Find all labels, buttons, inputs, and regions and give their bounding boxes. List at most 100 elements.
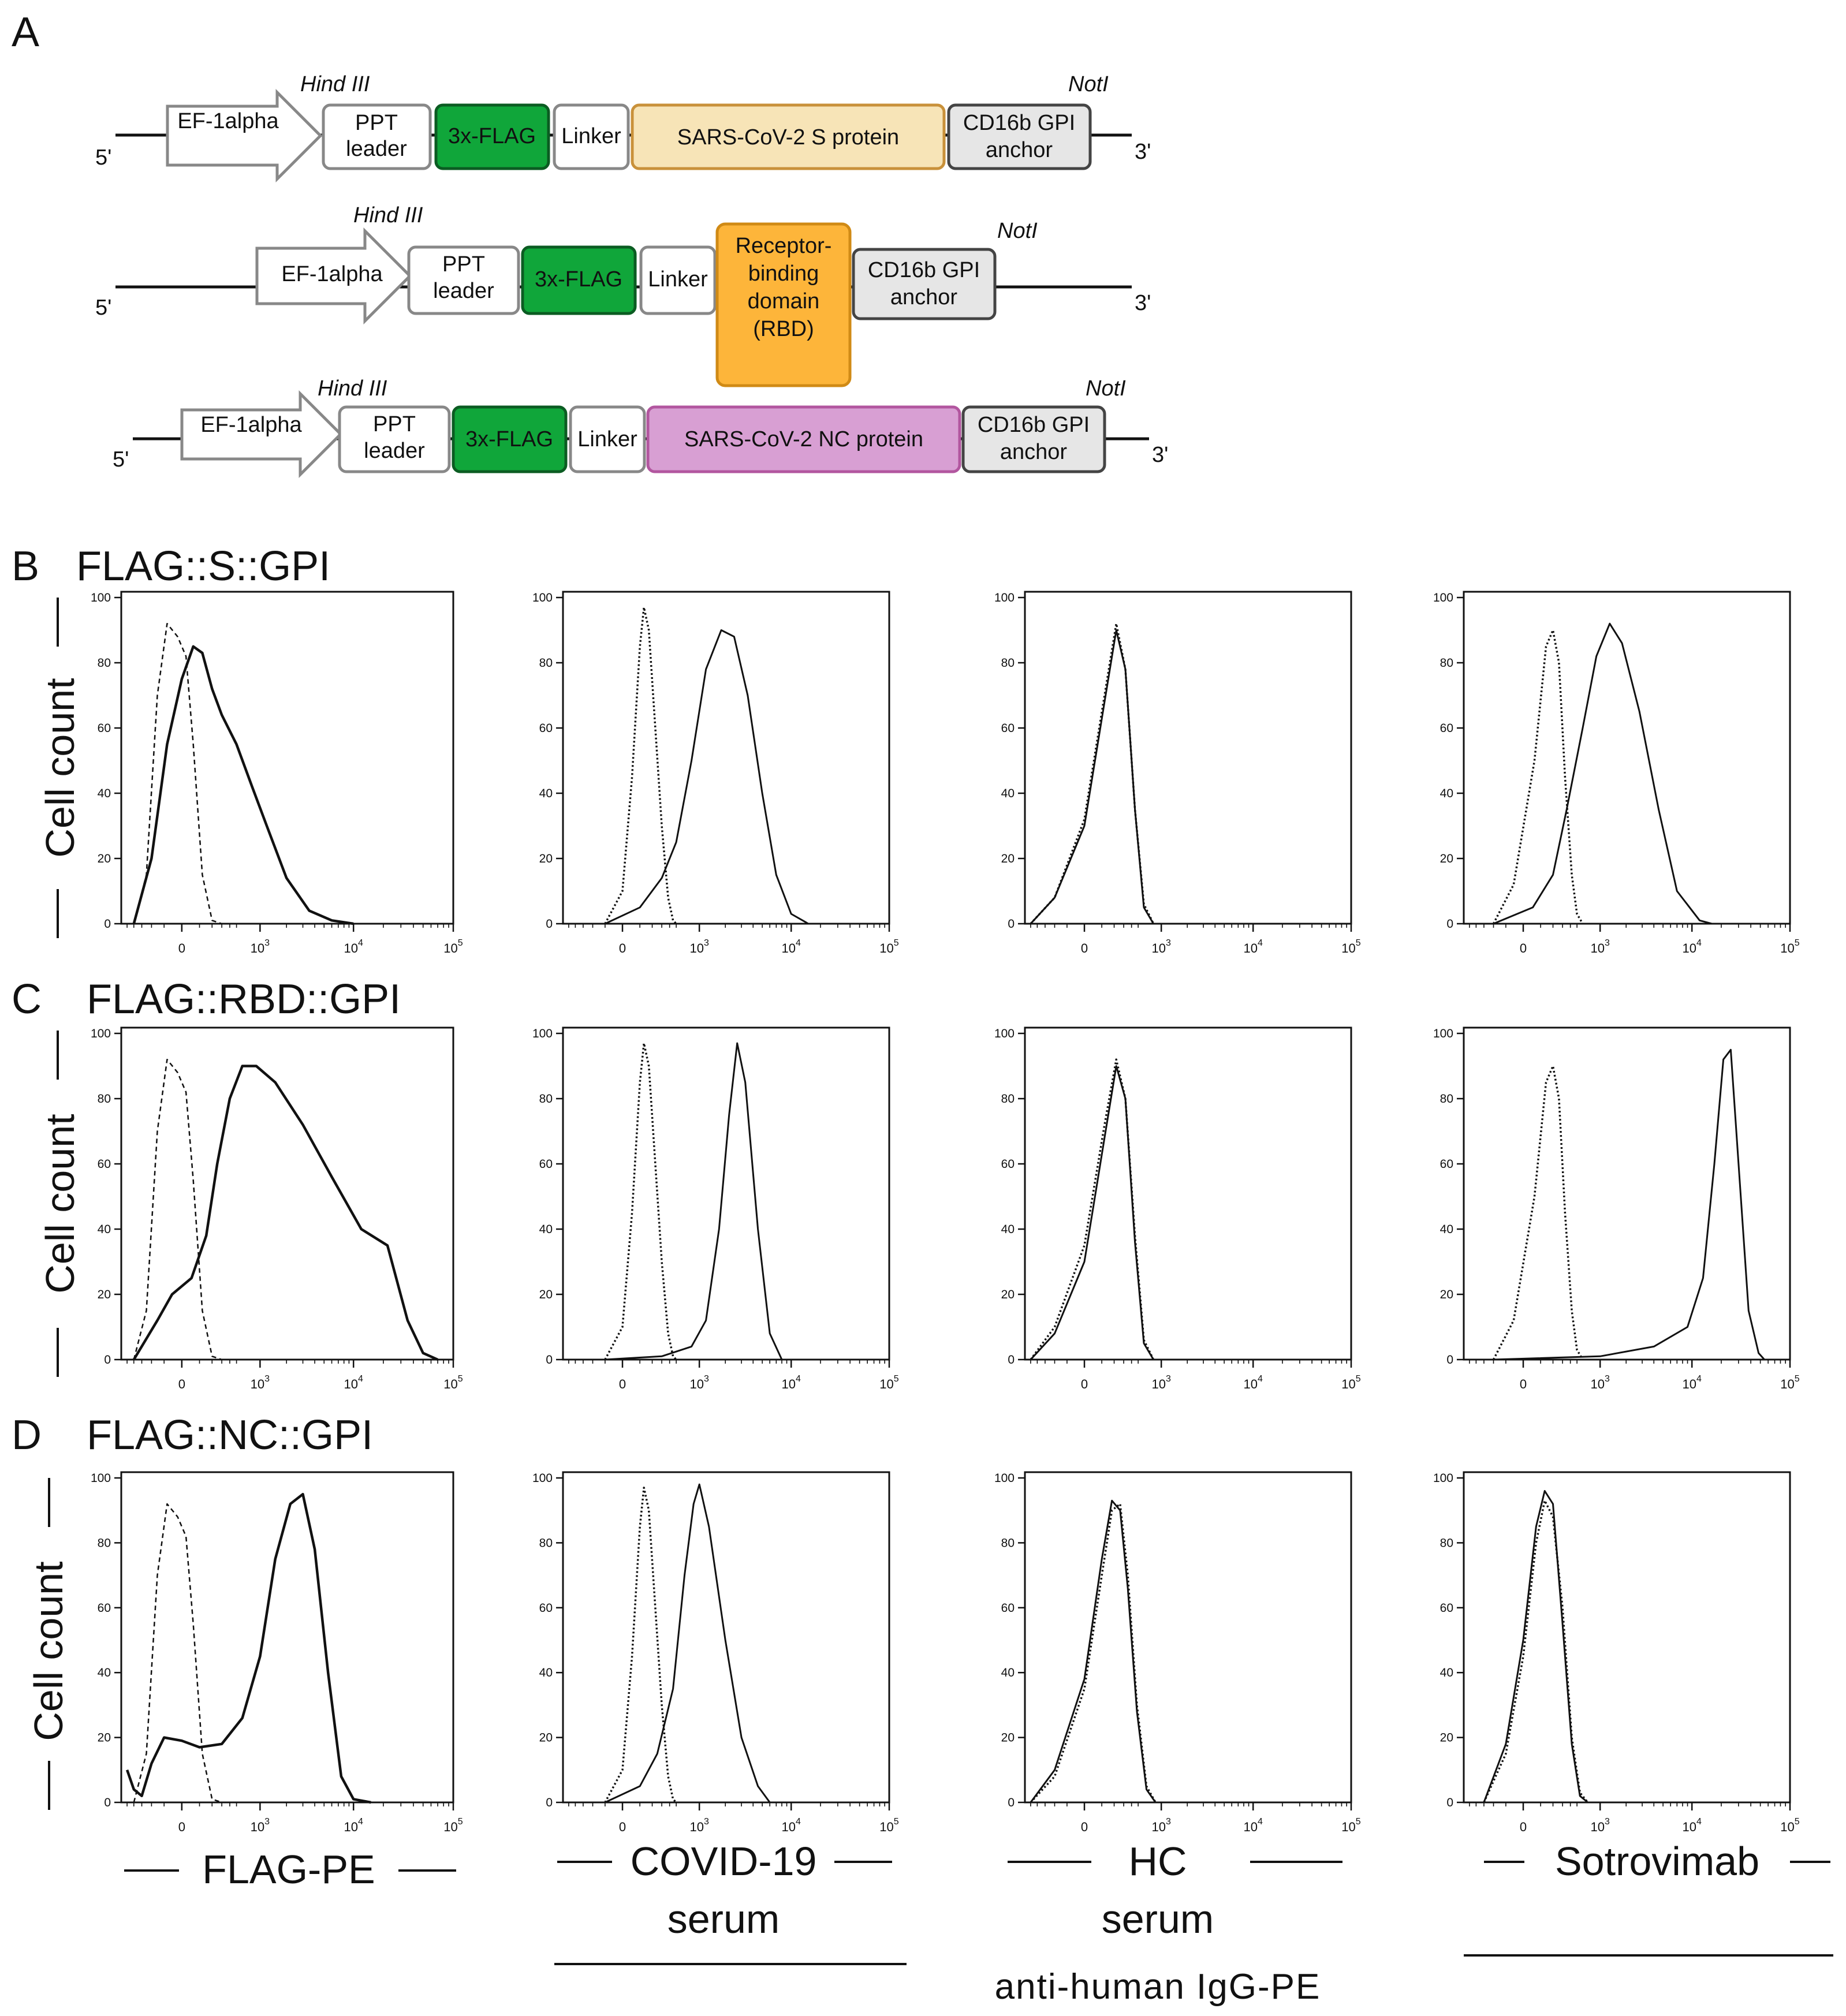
five-prime: 5'	[113, 447, 129, 472]
column-labels: FLAG-PE COVID-19 serum HC serum Sotrovim…	[124, 1839, 1833, 2007]
x-tick-label: 105	[1780, 1817, 1799, 1834]
hind-iii-label: Hind III	[353, 203, 423, 227]
y-tick-label: 40	[1440, 1666, 1453, 1679]
leader-box	[322, 103, 432, 170]
panel-letter-d: D	[12, 1412, 42, 1458]
leader-label-2: leader	[364, 439, 425, 463]
y-tick-label: 20	[1001, 1288, 1015, 1301]
plot-frame	[562, 1471, 890, 1804]
x-tick-exponent: 3	[1605, 1817, 1610, 1827]
x-tick-exponent: 5	[1795, 1374, 1800, 1384]
five-prime: 5'	[95, 145, 111, 170]
histogram-dashed-curve	[133, 1058, 222, 1361]
y-tick-label: 60	[1440, 1601, 1453, 1615]
plot-frame	[562, 1026, 890, 1361]
linker-box	[553, 103, 630, 170]
x-tick-exponent: 3	[704, 1374, 709, 1384]
histogram-solid-curve	[1030, 629, 1154, 925]
histogram-solid-curve	[1030, 1499, 1157, 1803]
histogram-solid-curve	[605, 1042, 783, 1361]
y-tick-label: 20	[539, 852, 553, 865]
plot-frame	[120, 1471, 454, 1804]
y-tick-label: 0	[1008, 1796, 1015, 1809]
y-tick-label: 100	[1433, 591, 1453, 604]
y-axis-label: Cell count	[26, 1561, 71, 1741]
x-tick-exponent: 4	[1258, 938, 1263, 948]
x-tick-exponent: 3	[1166, 938, 1171, 948]
x-tick-exponent: 4	[796, 938, 801, 948]
x-label-hc-serum: serum	[1102, 1896, 1214, 1942]
y-tick-label: 40	[98, 1666, 111, 1679]
x-tick-exponent: 4	[358, 1817, 363, 1827]
x-tick-label: 0	[1081, 1377, 1088, 1391]
noti-label: NotI	[1086, 376, 1126, 401]
y-tick-label: 80	[1001, 1092, 1015, 1106]
protein-label-2: binding	[748, 262, 819, 286]
protein-box	[631, 103, 946, 170]
gpi-box	[947, 103, 1092, 170]
y-tick-label: 60	[1440, 1158, 1453, 1171]
y-tick-label: 60	[1001, 1601, 1015, 1615]
y-tick-label: 80	[1001, 1536, 1015, 1550]
y-tick-label: 0	[546, 1353, 553, 1367]
y-tick-label: 0	[1008, 917, 1015, 931]
x-tick-exponent: 5	[1795, 1817, 1800, 1827]
x-tick-exponent: 5	[458, 1374, 463, 1384]
protein-label: SARS-CoV-2 S protein	[677, 125, 899, 150]
gpi-box	[961, 405, 1106, 473]
histogram-solid-curve	[1030, 1065, 1154, 1361]
x-label-covid-serum: serum	[667, 1896, 780, 1942]
y-tick-label: 100	[994, 591, 1015, 604]
gpi-label-1: CD16b GPI	[868, 258, 980, 282]
noti-label: NotI	[997, 219, 1038, 243]
x-tick-exponent: 3	[264, 1374, 270, 1384]
x-tick-exponent: 5	[1356, 938, 1361, 948]
gpi-label-2: anchor	[986, 138, 1053, 162]
y-tick-label: 80	[1440, 656, 1453, 670]
x-tick-label: 0	[619, 941, 626, 955]
panel-letter-b: B	[12, 543, 39, 589]
y-tick-label: 40	[1001, 787, 1015, 800]
y-tick-label: 0	[1446, 1796, 1453, 1809]
construct-rbd: 5' 3' Hind III NotI EF-1alpha PPT leader…	[95, 203, 1151, 387]
leader-label-2: leader	[433, 279, 494, 303]
x-tick-exponent: 5	[894, 938, 899, 948]
y-tick-label: 20	[98, 852, 111, 865]
x-tick-exponent: 3	[704, 938, 709, 948]
y-tick-label: 40	[1001, 1223, 1015, 1236]
y-tick-label: 0	[104, 917, 111, 931]
y-tick-label: 80	[1440, 1536, 1453, 1550]
x-tick-label: 0	[178, 1820, 185, 1834]
flag-label: 3x-FLAG	[448, 124, 536, 148]
promoter-arrow	[180, 390, 343, 479]
y-label-row-c: Cell count	[38, 1031, 83, 1377]
plot-frame	[1463, 1471, 1791, 1804]
histogram-dotted-curve	[604, 1042, 677, 1361]
x-tick-exponent: 4	[1258, 1817, 1263, 1827]
x-tick-label: 0	[619, 1820, 626, 1834]
y-tick-label: 80	[539, 1536, 553, 1550]
y-tick-label: 20	[98, 1731, 111, 1745]
protein-label-3: domain	[748, 289, 820, 313]
x-tick-exponent: 5	[458, 1817, 463, 1827]
gpi-label-1: CD16b GPI	[978, 413, 1090, 437]
y-tick-label: 80	[1440, 1092, 1453, 1106]
x-tick-label: 0	[1081, 941, 1088, 955]
gpi-label-1: CD16b GPI	[963, 111, 1075, 135]
y-tick-label: 40	[539, 1223, 553, 1236]
x-tick-exponent: 3	[1166, 1374, 1171, 1384]
y-tick-label: 60	[98, 1158, 111, 1171]
x-tick-exponent: 4	[796, 1374, 801, 1384]
y-tick-label: 40	[1440, 1223, 1453, 1236]
linker-box	[639, 245, 717, 315]
row-title-rbd: FLAG::RBD::GPI	[87, 976, 401, 1022]
leader-label-1: PPT	[442, 252, 485, 277]
x-tick-exponent: 4	[1696, 938, 1702, 948]
y-tick-label: 80	[98, 656, 111, 670]
leader-box	[338, 405, 451, 473]
flag-box	[452, 405, 568, 473]
leader-box	[407, 245, 520, 315]
